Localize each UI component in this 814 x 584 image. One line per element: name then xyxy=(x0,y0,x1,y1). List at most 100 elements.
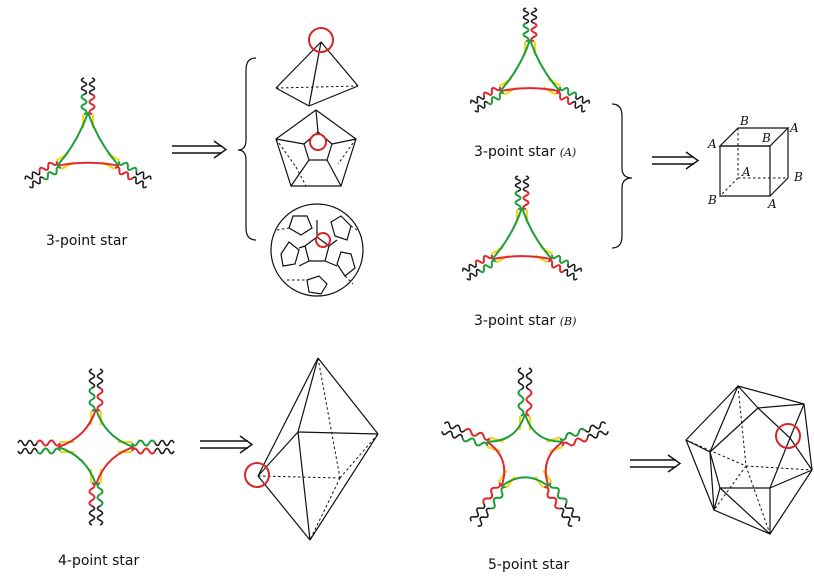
dodecahedron xyxy=(275,109,357,187)
strand-corner xyxy=(529,39,561,92)
strand-helix xyxy=(443,421,466,433)
strand-corner xyxy=(87,112,120,167)
strand-helix xyxy=(525,388,533,417)
strand-corner xyxy=(486,413,526,443)
tile-arm xyxy=(546,421,609,453)
vertex-highlight-ring xyxy=(244,462,270,488)
strand-helix xyxy=(575,95,591,104)
cube-label-top-front-left: A xyxy=(707,137,717,151)
tile-arm xyxy=(522,7,538,56)
strand-helix xyxy=(555,91,573,106)
strand-helix xyxy=(514,190,522,211)
vertex-highlight-ring xyxy=(775,423,801,449)
tile-arm xyxy=(542,77,591,113)
dna-tile-3-point-star-a xyxy=(469,7,591,113)
dna-tile-3-point-star xyxy=(24,77,152,189)
strand-helix xyxy=(96,505,104,526)
strand-helix xyxy=(88,368,96,389)
cube-label-bottom-left: B xyxy=(707,193,717,207)
strand-helix xyxy=(559,427,586,441)
strand-helix xyxy=(17,439,38,447)
dna-tile-5-point-star xyxy=(441,367,609,527)
strand-helix xyxy=(530,7,538,24)
strand-helix xyxy=(118,161,138,172)
tile-arms xyxy=(441,367,609,527)
strand-corner xyxy=(499,87,561,93)
cube-label-bottom-right: B xyxy=(793,170,803,184)
strand-corner xyxy=(500,476,550,488)
label-3-point-star-b-main: 3-point star xyxy=(474,313,556,329)
tile-arm xyxy=(461,245,510,281)
vertex-highlight-ring xyxy=(309,133,327,151)
cube-label-top-back-right: A xyxy=(789,121,799,135)
strand-helix xyxy=(544,486,560,510)
tile-arm xyxy=(469,469,516,527)
strand-loop xyxy=(534,475,545,489)
left-brace xyxy=(237,57,257,241)
strand-helix xyxy=(584,421,607,433)
strand-corner xyxy=(56,112,89,167)
strand-helix xyxy=(517,388,525,417)
strand-corner xyxy=(544,440,564,487)
strand-corner xyxy=(491,207,523,260)
arrow-5-point-to-icosahedron xyxy=(630,454,682,473)
tetrahedron xyxy=(275,27,359,107)
strand-helix xyxy=(96,481,104,507)
strand-helix xyxy=(474,254,493,265)
strand-helix xyxy=(17,447,38,455)
strand-helix xyxy=(28,176,45,189)
strand-helix xyxy=(561,437,589,447)
tile-arm xyxy=(88,368,104,426)
octahedron xyxy=(244,357,379,541)
strand-loop xyxy=(486,445,501,453)
dna-tile-3-point-star-b xyxy=(461,175,583,281)
strand-helix xyxy=(466,268,481,281)
strand-helix xyxy=(525,367,533,391)
tile-arm xyxy=(17,439,75,455)
strand-helix xyxy=(130,447,156,455)
strand-helix xyxy=(547,259,565,274)
arrow-4-point-to-octahedron xyxy=(200,435,254,454)
strand-helix xyxy=(80,93,88,116)
cube-label-top-back-left: B xyxy=(739,114,749,128)
strand-helix xyxy=(88,481,96,507)
strand-helix xyxy=(131,176,148,189)
strand-corner xyxy=(57,408,97,448)
label-4-point-star: 4-point star xyxy=(58,553,140,569)
arrow-3-point-to-polyhedra xyxy=(172,140,228,159)
tile-arm xyxy=(88,468,104,526)
label-3-point-star-a: 3-point star (A) xyxy=(474,144,576,160)
strand-helix xyxy=(154,439,175,447)
strand-corner xyxy=(57,161,119,167)
strand-helix xyxy=(477,507,491,527)
strand-loop xyxy=(542,469,553,483)
strand-helix xyxy=(135,171,152,180)
vertex-highlight-ring xyxy=(308,27,334,53)
truncated-icosahedron xyxy=(270,203,364,297)
strand-helix xyxy=(482,482,501,505)
strand-helix xyxy=(88,387,96,413)
tile-arm xyxy=(517,367,533,430)
strand-helix xyxy=(88,505,96,526)
strand-helix xyxy=(88,93,96,116)
strand-helix xyxy=(461,437,489,447)
label-5-point-star: 5-point star xyxy=(488,557,570,573)
label-3-point-star-a-sub: (A) xyxy=(559,146,577,159)
strand-loop xyxy=(549,445,564,453)
tile-arm xyxy=(117,439,175,455)
strand-helix xyxy=(567,263,583,272)
strand-helix xyxy=(522,190,530,211)
strand-helix xyxy=(571,100,586,113)
strand-helix xyxy=(474,100,489,113)
tile-arm xyxy=(534,245,583,281)
dna-tile-4-point-star xyxy=(17,368,175,526)
cube: B B A A A B B A xyxy=(707,114,803,211)
tile-arms xyxy=(461,175,583,281)
strand-helix xyxy=(517,367,525,391)
tile-arm xyxy=(24,152,75,189)
strand-helix xyxy=(563,268,578,281)
strand-helix xyxy=(559,507,573,527)
tile-arms xyxy=(24,77,152,189)
label-3-point-star-a-main: 3-point star xyxy=(474,144,556,160)
